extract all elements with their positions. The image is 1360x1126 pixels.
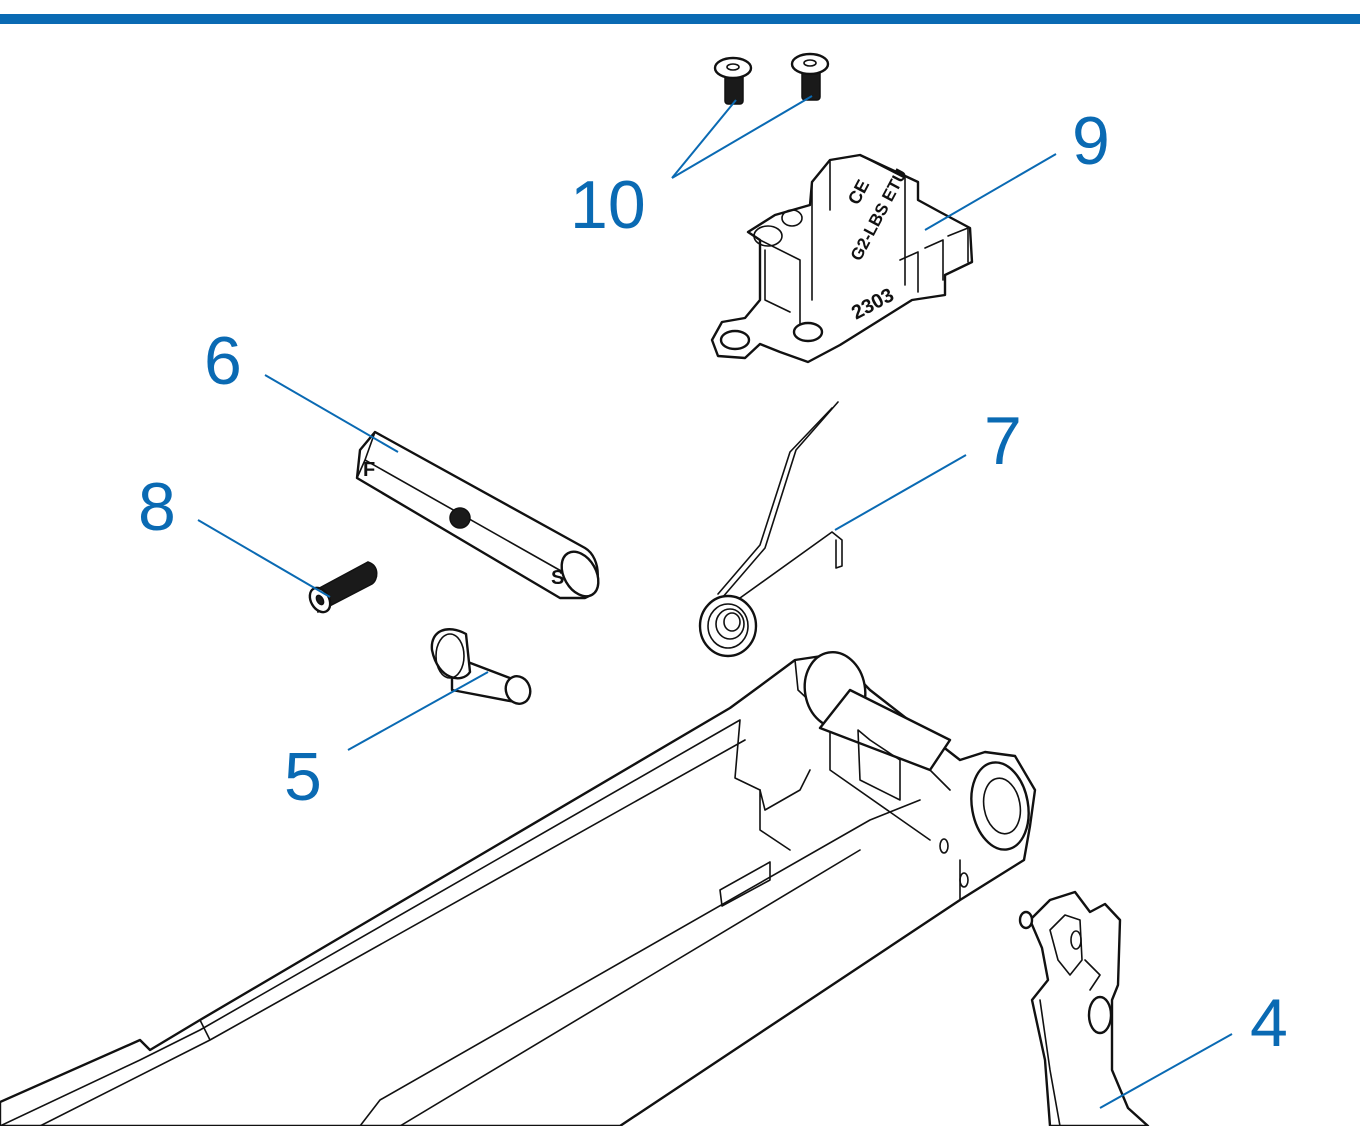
leader-9: [924, 153, 1057, 231]
leader-7: [834, 454, 967, 531]
screw-right: [790, 52, 830, 101]
leader-8: [197, 519, 331, 598]
callout-4: 4: [1250, 985, 1288, 1061]
callout-9: 9: [1072, 103, 1110, 179]
part-7-torsion-spring: [698, 401, 843, 658]
part-5-flanged-pin: [430, 628, 532, 705]
top-accent-bar: [0, 14, 1360, 24]
callout-7: 7: [984, 403, 1022, 479]
part-6-shaft: F S: [355, 430, 600, 600]
leader-5: [347, 671, 489, 751]
leader-6: [264, 374, 399, 453]
main-arm-frame: [0, 651, 1037, 1126]
shaft-cross-hole: [449, 507, 471, 529]
part-10-screws: [713, 52, 830, 105]
leader-10-a: [671, 99, 737, 179]
callout-6: 6: [204, 323, 242, 399]
leader-lines: [197, 95, 1233, 1109]
callout-5: 5: [284, 739, 322, 815]
part-9-switch-module: CE G2-LBS ETU 2303: [710, 153, 974, 364]
shaft-letter-left: F: [363, 459, 375, 481]
callout-10: 10: [570, 167, 646, 243]
shaft-letter-right: S: [551, 567, 564, 589]
callout-labels: 10 9 6 7 8 5 4: [138, 103, 1288, 1061]
callout-8: 8: [138, 469, 176, 545]
leader-4: [1099, 1033, 1233, 1109]
screw-left: [713, 56, 753, 105]
leader-10-b: [671, 95, 813, 179]
part-4-lever: [1018, 890, 1150, 1126]
